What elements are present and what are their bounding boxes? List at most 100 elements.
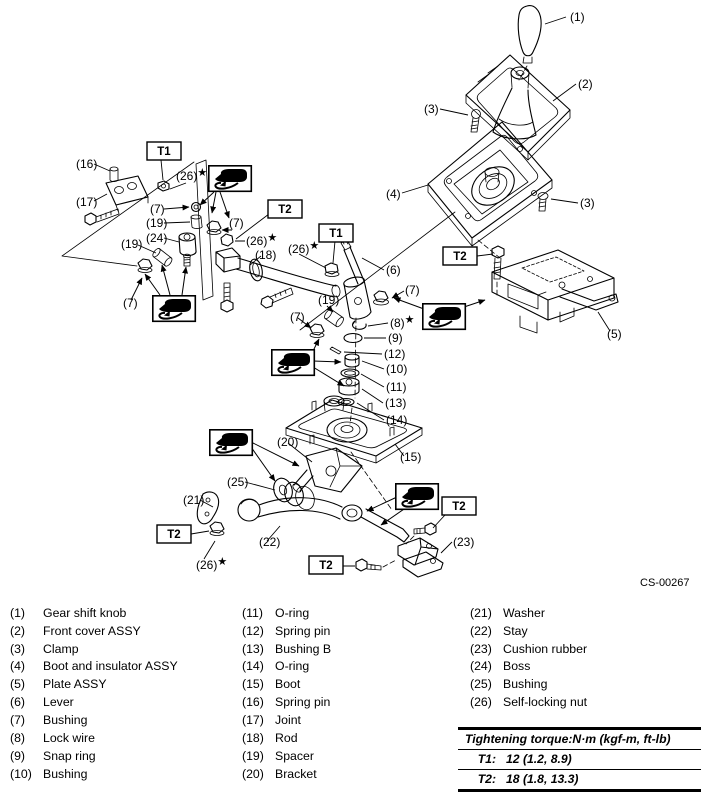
star-marker: ★ — [405, 314, 415, 326]
callout-label: (26)★ — [246, 232, 277, 248]
callout-label: (16) — [76, 157, 97, 171]
torque-tag-t2: T2 — [441, 496, 477, 516]
parts-list-column-3: (21)Washer(22)Stay(23)Cushion rubber(24)… — [470, 604, 587, 711]
torque-row-label: T1: — [477, 752, 496, 766]
callout-label: (3) — [580, 196, 595, 210]
parts-list-item: (1)Gear shift knob — [10, 604, 178, 622]
parts-list-item: (25)Bushing — [470, 675, 587, 693]
torque-row-value: 18 (1.8, 13.3) — [506, 772, 579, 786]
callout-label: (2) — [578, 77, 593, 91]
svg-text:T2: T2 — [452, 501, 465, 513]
part-name: Spring pin — [275, 623, 331, 638]
part-number: (26) — [470, 695, 492, 710]
part-number: (15) — [242, 677, 264, 692]
svg-text:T2: T2 — [453, 251, 466, 263]
part-name: Cushion rubber — [503, 641, 588, 656]
callout-label: (7) — [150, 202, 165, 216]
svg-text:T1: T1 — [329, 228, 343, 240]
parts-list-column-1: (1)Gear shift knob(2)Front cover ASSY(3)… — [10, 604, 178, 782]
part-name: Lock wire — [43, 730, 95, 745]
callout-label: (7) — [123, 296, 138, 310]
part-number: (11) — [242, 605, 263, 620]
callout-label: (23) — [453, 535, 474, 549]
part-name: Lever — [43, 695, 74, 710]
grease-icon — [207, 164, 253, 193]
svg-text:T2: T2 — [167, 529, 180, 541]
leader-lines — [93, 16, 611, 567]
parts-list-item: (18)Rod — [242, 729, 331, 747]
parts-list-item: (26)Self-locking nut — [470, 693, 587, 711]
callout-label: (22) — [259, 535, 280, 549]
lever-stack-art — [309, 239, 389, 407]
callout-label: (15) — [400, 450, 421, 464]
callout-label: (11) — [386, 380, 406, 394]
callout-label: (25) — [227, 475, 248, 489]
callout-label: (24) — [146, 231, 167, 245]
star-marker: ★ — [267, 232, 277, 244]
torque-tag-t2: T2 — [267, 199, 303, 219]
parts-list-item: (22)Stay — [470, 622, 587, 640]
callout-label: (3) — [424, 102, 439, 116]
parts-list-item: (8) Lock wire — [10, 729, 178, 747]
part-name: Boot and insulator ASSY — [43, 659, 178, 674]
grease-icon — [270, 348, 316, 377]
callout-label: (17) — [76, 195, 97, 209]
torque-table-rows: T1:12 (1.2, 8.9)T2:18 (1.8, 13.3) — [458, 749, 701, 789]
part-number: (5) — [10, 677, 26, 692]
part-number: (8) — [10, 730, 26, 745]
part-name: Bushing — [43, 766, 88, 781]
stay-cushion-art — [237, 497, 444, 578]
part-name: Bracket — [275, 766, 317, 781]
part-name: Washer — [503, 605, 545, 620]
part-number: (7) — [10, 712, 26, 727]
parts-list-item: (20)Bracket — [242, 765, 331, 783]
part-name: Spring pin — [275, 695, 331, 710]
star-marker: ★ — [217, 556, 227, 568]
rod-art — [215, 233, 341, 313]
parts-list-item: (15) Boot — [242, 675, 331, 693]
parts-list-item: (24) Boss — [470, 658, 587, 676]
part-name: Boot — [275, 677, 301, 692]
parts-list-item: (5)Plate ASSY — [10, 675, 178, 693]
svg-text:T2: T2 — [319, 560, 332, 572]
part-name: Stay — [503, 623, 528, 638]
callout-label: (7) — [405, 283, 420, 297]
parts-list-item: (21)Washer — [470, 604, 587, 622]
parts-list-item: (2)Front cover ASSY — [10, 622, 178, 640]
callout-label: (6) — [386, 263, 401, 277]
part-name: Snap ring — [43, 748, 96, 763]
parts-list-item: (4)Boot and insulator ASSY — [10, 658, 178, 676]
part-number: (19) — [242, 748, 264, 763]
part-number: (24) — [470, 659, 492, 674]
part-name: Bushing B — [275, 641, 332, 656]
front-cover-art — [465, 54, 571, 161]
part-name: Boss — [503, 659, 531, 674]
grease-icon — [421, 302, 467, 331]
bushing-spacer-boss-art — [137, 159, 222, 301]
joint-art — [84, 166, 170, 226]
parts-list-item: (6)Lever — [10, 693, 178, 711]
callout-label: (8)★ — [390, 314, 415, 330]
bracket-bushing-art — [196, 447, 363, 536]
parts-list-item: (17)Joint — [242, 711, 331, 729]
callout-label: (7) — [229, 216, 244, 230]
part-name: Gear shift knob — [43, 605, 127, 620]
part-name: O-ring — [275, 659, 310, 674]
part-name: Rod — [275, 730, 298, 745]
torque-tag-t2: T2 — [156, 524, 192, 544]
part-number: (12) — [242, 623, 264, 638]
parts-list-item: (19)Spacer — [242, 747, 331, 765]
torque-row-label: T2: — [477, 772, 496, 786]
grease-icon — [208, 428, 254, 457]
torque-tag-t2: T2 — [442, 246, 478, 266]
part-number: (25) — [470, 677, 492, 692]
part-name: Bushing — [43, 712, 88, 727]
part-number: (3) — [10, 641, 26, 656]
boot-art — [285, 395, 423, 464]
boot-insulator-art — [427, 121, 553, 247]
parts-list-item: (11)O-ring — [242, 604, 331, 622]
part-name: Front cover ASSY — [43, 623, 141, 638]
plate-assy-art — [491, 245, 619, 334]
